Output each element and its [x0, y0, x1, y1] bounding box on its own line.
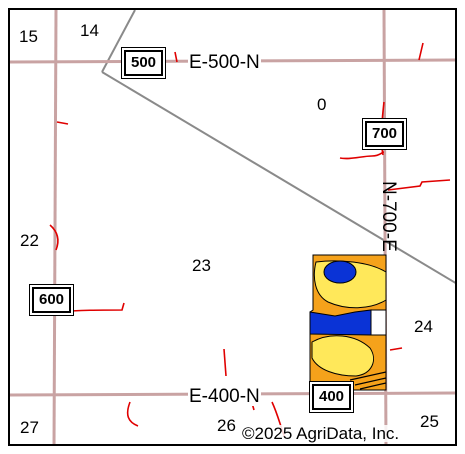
- road-label-n-700-e: N-700-E: [378, 181, 399, 252]
- map-canvas[interactable]: [10, 10, 457, 446]
- soil-zone-stripes: [349, 371, 387, 390]
- route-shield-700: 700: [365, 121, 405, 147]
- road-label-e-500-n: E-500-N: [188, 52, 261, 73]
- map-frame[interactable]: 15 14 0 22 23 24 27 26 25 E-500-N E-400-…: [8, 8, 457, 446]
- soil-map-field[interactable]: [309, 254, 387, 391]
- route-shield-600: 600: [32, 287, 72, 313]
- section-label-27: 27: [20, 418, 39, 437]
- soil-zone-blue-upper: [323, 260, 357, 284]
- streams: [49, 42, 451, 439]
- route-shield-500: 500: [124, 50, 164, 76]
- section-label-26: 26: [217, 416, 236, 435]
- soil-zone-yellow-lower: [311, 335, 374, 377]
- route-shield-400: 400: [312, 384, 352, 410]
- section-label-22: 22: [20, 231, 39, 250]
- section-label-24: 24: [414, 317, 433, 336]
- section-label-15: 15: [19, 27, 38, 46]
- section-label-14: 14: [80, 21, 99, 40]
- copyright-notice: ©2025 AgriData, Inc.: [242, 424, 400, 443]
- section-label-0: 0: [317, 95, 327, 114]
- section-label-25: 25: [420, 412, 439, 431]
- soil-zone-white: [370, 309, 387, 336]
- section-label-23: 23: [192, 256, 211, 275]
- road-label-e-400-n: E-400-N: [188, 386, 261, 407]
